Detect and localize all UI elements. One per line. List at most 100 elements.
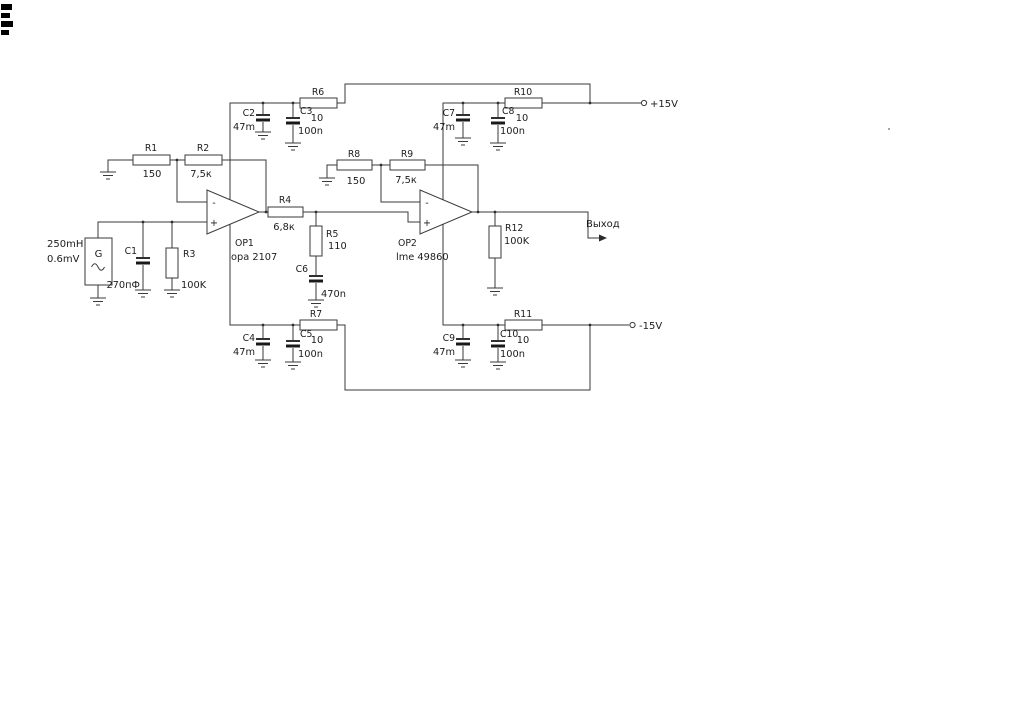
junction-dot (496, 323, 500, 327)
junction-dot (261, 323, 265, 327)
source-inductance-label: 250mH (47, 239, 83, 250)
opamp-OP1: - + OP1 opa 2107 (206, 189, 277, 263)
ground-symbol (319, 177, 335, 186)
capacitor-C8-value: 100n (500, 126, 525, 137)
junction-dot (261, 101, 265, 105)
output-arrow-icon (599, 234, 607, 242)
junction-dot (379, 163, 383, 167)
capacitor-C9: C9 47m (433, 333, 470, 358)
resistor-R1: R1 150 (132, 143, 171, 180)
output-port: Выход (586, 219, 620, 242)
resistor-R4-value: 6,8к (273, 222, 295, 233)
opamp-OP2-part: lme 49860 (396, 252, 449, 263)
opamp-OP2: - + OP2 lme 49860 (396, 189, 474, 263)
capacitor-C10-ref: C10 (500, 329, 518, 340)
resistor-R3-ref: R3 (183, 249, 195, 260)
resistor-R4-ref: R4 (279, 195, 291, 206)
resistor-R9: R9 7,5к (389, 149, 426, 186)
vminus-label: -15V (639, 321, 662, 332)
capacitor-C4-ref: C4 (243, 333, 255, 344)
resistor-R11: R11 10 (504, 309, 543, 346)
resistor-R12-value: 100K (504, 236, 530, 247)
capacitor-C9-ref: C9 (443, 333, 455, 344)
capacitor-C4: C4 47m (233, 333, 270, 358)
ground-symbol (487, 287, 503, 296)
resistor-R9-value: 7,5к (395, 175, 417, 186)
ground-symbol (255, 359, 271, 368)
capacitor-C6: C6 470n (296, 264, 346, 300)
junction-dot (461, 323, 465, 327)
opamp-OP2-minus-input: - (425, 198, 428, 209)
capacitor-C9-value: 47m (433, 347, 455, 358)
junction-dot (314, 210, 318, 214)
source-body (84, 237, 113, 286)
resistor-R3: R3 100K (165, 247, 207, 291)
ground-symbol (164, 289, 180, 298)
capacitor-C3: C3 100n (286, 106, 323, 137)
opamp-OP2-plus-input: + (423, 218, 431, 229)
terminal-vminus: -15V (629, 321, 662, 332)
resistor-R5: R5 110 (309, 225, 347, 257)
resistor-R2: R2 7,5к (184, 143, 223, 180)
source-voltage-label: 0.6mV (47, 254, 80, 265)
resistor-R7-value: 10 (311, 335, 323, 346)
junction-dot (496, 101, 500, 105)
capacitor-C7-value: 47m (433, 122, 455, 133)
terminal-vplus-pin (640, 99, 648, 107)
opamp-OP2-triangle (419, 189, 474, 235)
ground-symbol (490, 142, 506, 151)
resistor-R7-ref: R7 (310, 309, 322, 320)
capacitor-C2: C2 47m (233, 108, 270, 133)
junction-dot (291, 323, 295, 327)
capacitor-C6-ref: C6 (296, 264, 308, 275)
capacitor-C8-ref: C8 (502, 106, 514, 117)
junction-dot (175, 158, 179, 162)
resistor-R2-ref: R2 (197, 143, 209, 154)
capacitor-C5: C5 100n (286, 329, 323, 360)
ground-symbol (455, 359, 471, 368)
capacitor-C5-value: 100n (298, 349, 323, 360)
resistor-R3-value: 100K (181, 280, 207, 291)
capacitor-C2-ref: C2 (243, 108, 255, 119)
terminal-vminus-pin (629, 321, 636, 329)
capacitor-C2-value: 47m (233, 122, 255, 133)
ground-symbol (100, 171, 116, 180)
source-designator: G (95, 249, 103, 260)
output-label: Выход (586, 219, 620, 230)
resistor-R11-ref: R11 (514, 309, 532, 320)
terminal-vplus: +15V (640, 99, 678, 110)
resistor-R8: R8 150 (336, 149, 373, 187)
resistor-R5-ref: R5 (326, 229, 338, 240)
junction-dot (141, 220, 145, 224)
resistor-R1-ref: R1 (145, 143, 157, 154)
resistor-R10-value: 10 (516, 113, 528, 124)
resistor-R11-value: 10 (517, 335, 529, 346)
capacitor-C10-value: 100n (500, 349, 525, 360)
ground-symbol (490, 361, 506, 370)
resistor-R12-ref: R12 (505, 223, 523, 234)
capacitor-C7-ref: C7 (443, 108, 455, 119)
capacitor-C4-value: 47m (233, 347, 255, 358)
ground-symbol (135, 289, 151, 298)
junction-dot (264, 210, 268, 214)
opamp-OP1-part: opa 2107 (231, 252, 277, 263)
capacitor-C1-value: 270пФ (106, 280, 140, 291)
signal-source: G 250mH 0.6mV (47, 237, 113, 286)
capacitor-C3-ref: C3 (300, 106, 312, 117)
resistor-R12: R12 100K (488, 223, 530, 259)
resistor-R9-ref: R9 (401, 149, 413, 160)
capacitor-C5-ref: C5 (300, 329, 312, 340)
junction-dot (493, 210, 497, 214)
resistor-R10-ref: R10 (514, 87, 532, 98)
resistor-R10: R10 10 (504, 87, 543, 124)
ground-symbol (90, 297, 106, 306)
opamp-OP1-minus-input: - (212, 198, 215, 209)
junction-dot (291, 101, 295, 105)
sine-icon (91, 263, 105, 271)
ground-symbol (255, 131, 271, 140)
junction-dots (141, 101, 592, 327)
corner-artifact (1, 4, 13, 35)
